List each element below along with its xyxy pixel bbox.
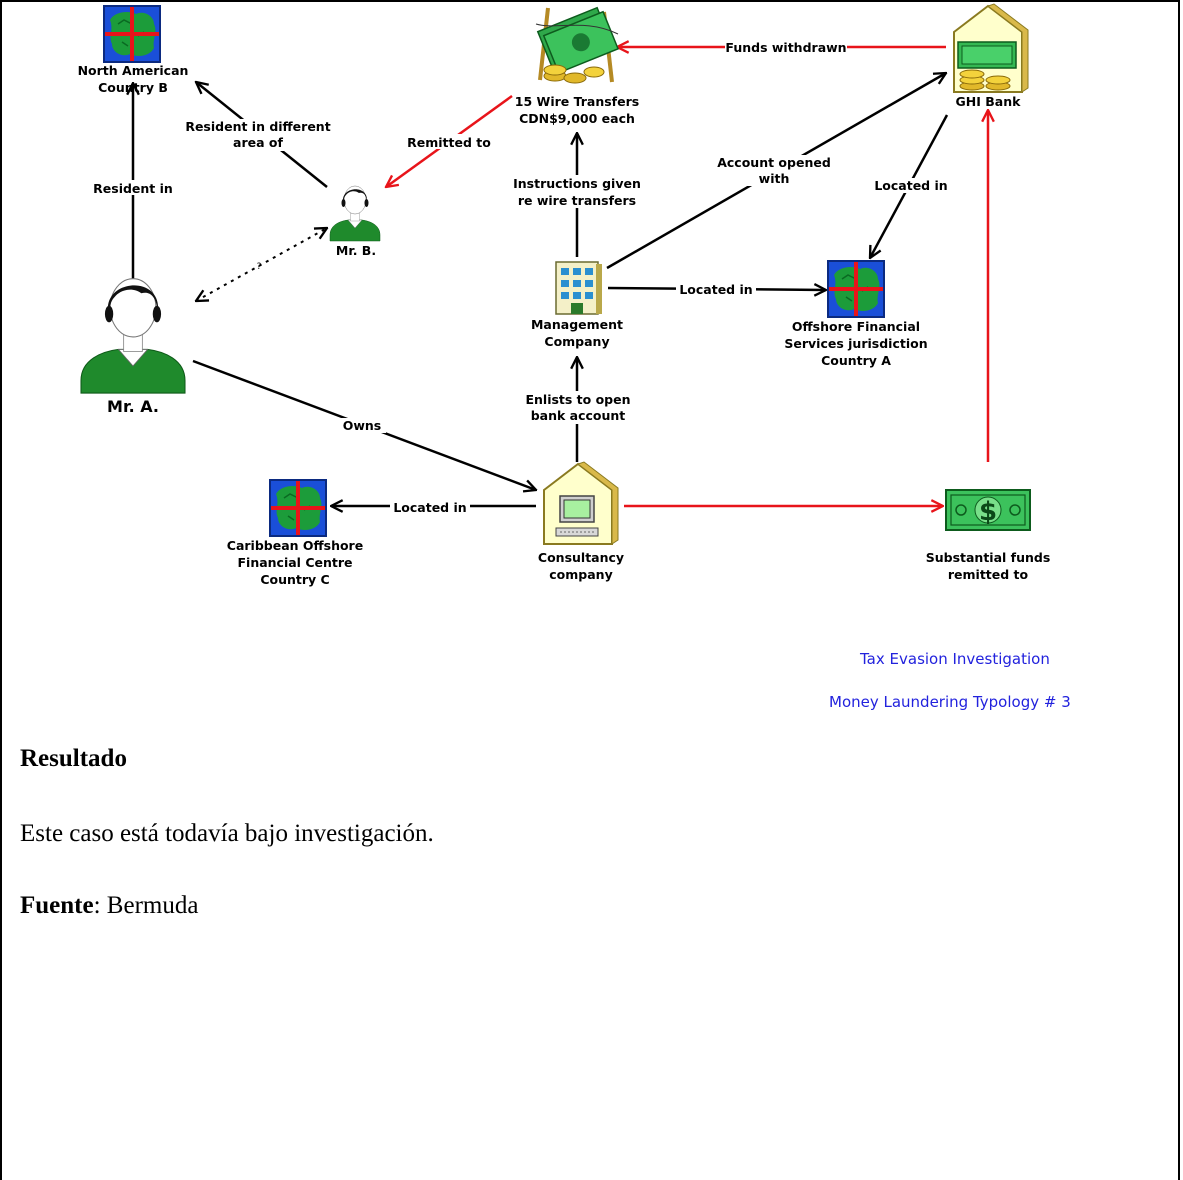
person-icon <box>80 278 186 394</box>
edge-label-instructions: Instructions given re wire transfers <box>509 175 645 208</box>
edge-label-account-opened: Account opened with <box>712 155 836 186</box>
svg-text:Located in: Located in <box>679 282 752 297</box>
svg-text:Located in: Located in <box>874 178 947 193</box>
management-node: Management Company <box>531 261 623 349</box>
result-heading: Resultado <box>20 745 127 772</box>
edge-label-owns: Owns <box>338 418 386 433</box>
country-a-label-3: Country A <box>821 353 891 368</box>
country-b-label-2: Country B <box>98 80 168 95</box>
edge-label-located-in-cons: Located in <box>390 499 470 515</box>
source-label: Fuente <box>20 892 94 919</box>
svg-text:Enlists to open: Enlists to open <box>525 392 630 407</box>
typology-diagram: Funds withdrawn Resident in Resident in … <box>78 3 1051 587</box>
edge-label-remitted-to: Remitted to <box>402 134 496 150</box>
funds-label-2: remitted to <box>948 567 1029 582</box>
svg-text:Funds withdrawn: Funds withdrawn <box>725 40 846 55</box>
bank-house-icon <box>953 3 1029 93</box>
country-c-label-3: Country C <box>260 572 329 587</box>
consultancy-label-1: Consultancy <box>538 550 624 565</box>
map-icon <box>826 259 886 319</box>
svg-text:Resident in different: Resident in different <box>185 119 330 134</box>
computer-house-icon <box>543 461 619 545</box>
svg-text:with: with <box>759 171 790 186</box>
dollar-bill-icon: $ <box>945 489 1031 531</box>
svg-text:Account opened: Account opened <box>717 155 831 170</box>
svg-text:Owns: Owns <box>343 418 382 433</box>
funds-node: $ Substantial funds remitted to <box>926 489 1051 582</box>
funds-label-1: Substantial funds <box>926 550 1051 565</box>
svg-text:Resident in: Resident in <box>93 181 173 196</box>
map-icon <box>268 478 328 538</box>
result-body: Este caso está todavía bajo investigació… <box>20 820 434 847</box>
source-line: Fuente: Bermuda <box>20 892 198 920</box>
wire-transfers-node: 15 Wire Transfers CDN$9,000 each <box>515 6 639 126</box>
caption-line-2: Money Laundering Typology # 3 <box>829 693 1071 711</box>
country-b-label-1: North American <box>78 63 189 78</box>
money-bundle-icon <box>535 6 620 84</box>
mr-a-node: Mr. A. <box>80 278 186 416</box>
edge-label-resident-different: Resident in different area of <box>184 119 334 151</box>
mr-a-label: Mr. A. <box>107 397 159 416</box>
person-icon <box>329 185 381 242</box>
svg-text:Instructions given: Instructions given <box>513 176 641 191</box>
edge-label-located-in-mgmt: Located in <box>676 282 756 297</box>
consultancy-node: Consultancy company <box>538 461 624 582</box>
wire-transfers-label-1: 15 Wire Transfers <box>515 94 639 109</box>
source-value: : Bermuda <box>93 892 199 919</box>
svg-text:Remitted to: Remitted to <box>407 135 491 150</box>
country-c-node: Caribbean Offshore Financial Centre Coun… <box>227 478 363 587</box>
edge-unknown-link <box>196 228 327 301</box>
country-b-node: North American Country B <box>78 4 189 95</box>
svg-text:Located in: Located in <box>393 500 466 515</box>
edge-label-resident-in: Resident in <box>90 180 176 196</box>
country-a-node: Offshore Financial Services jurisdiction… <box>784 259 928 368</box>
country-c-label-2: Financial Centre <box>238 555 353 570</box>
svg-text:area of: area of <box>233 135 283 150</box>
consultancy-label-2: company <box>549 567 612 582</box>
management-label-2: Company <box>544 334 609 349</box>
country-c-label-1: Caribbean Offshore <box>227 538 363 553</box>
ghi-bank-label: GHI Bank <box>956 94 1022 109</box>
management-label-1: Management <box>531 317 623 332</box>
country-a-label-1: Offshore Financial <box>792 319 920 334</box>
wire-transfers-label-2: CDN$9,000 each <box>519 111 635 126</box>
edge-label-enlists: Enlists to open bank account <box>522 391 634 424</box>
edge-label-located-in-ghi: Located in <box>871 178 951 193</box>
mr-b-label: Mr. B. <box>336 243 376 258</box>
edge-label-unknown-link: ? <box>257 262 262 272</box>
caption-line-1: Tax Evasion Investigation <box>860 650 1050 668</box>
office-building-icon <box>555 261 602 315</box>
svg-text:$: $ <box>979 497 997 527</box>
mr-b-node: Mr. B. <box>329 185 381 258</box>
country-a-label-2: Services jurisdiction <box>784 336 927 351</box>
edge-label-funds-withdrawn: Funds withdrawn <box>725 40 847 55</box>
svg-text:bank account: bank account <box>531 408 626 423</box>
map-icon <box>102 4 162 64</box>
ghi-bank-node: GHI Bank <box>953 3 1029 109</box>
svg-text:re wire transfers: re wire transfers <box>518 193 636 208</box>
